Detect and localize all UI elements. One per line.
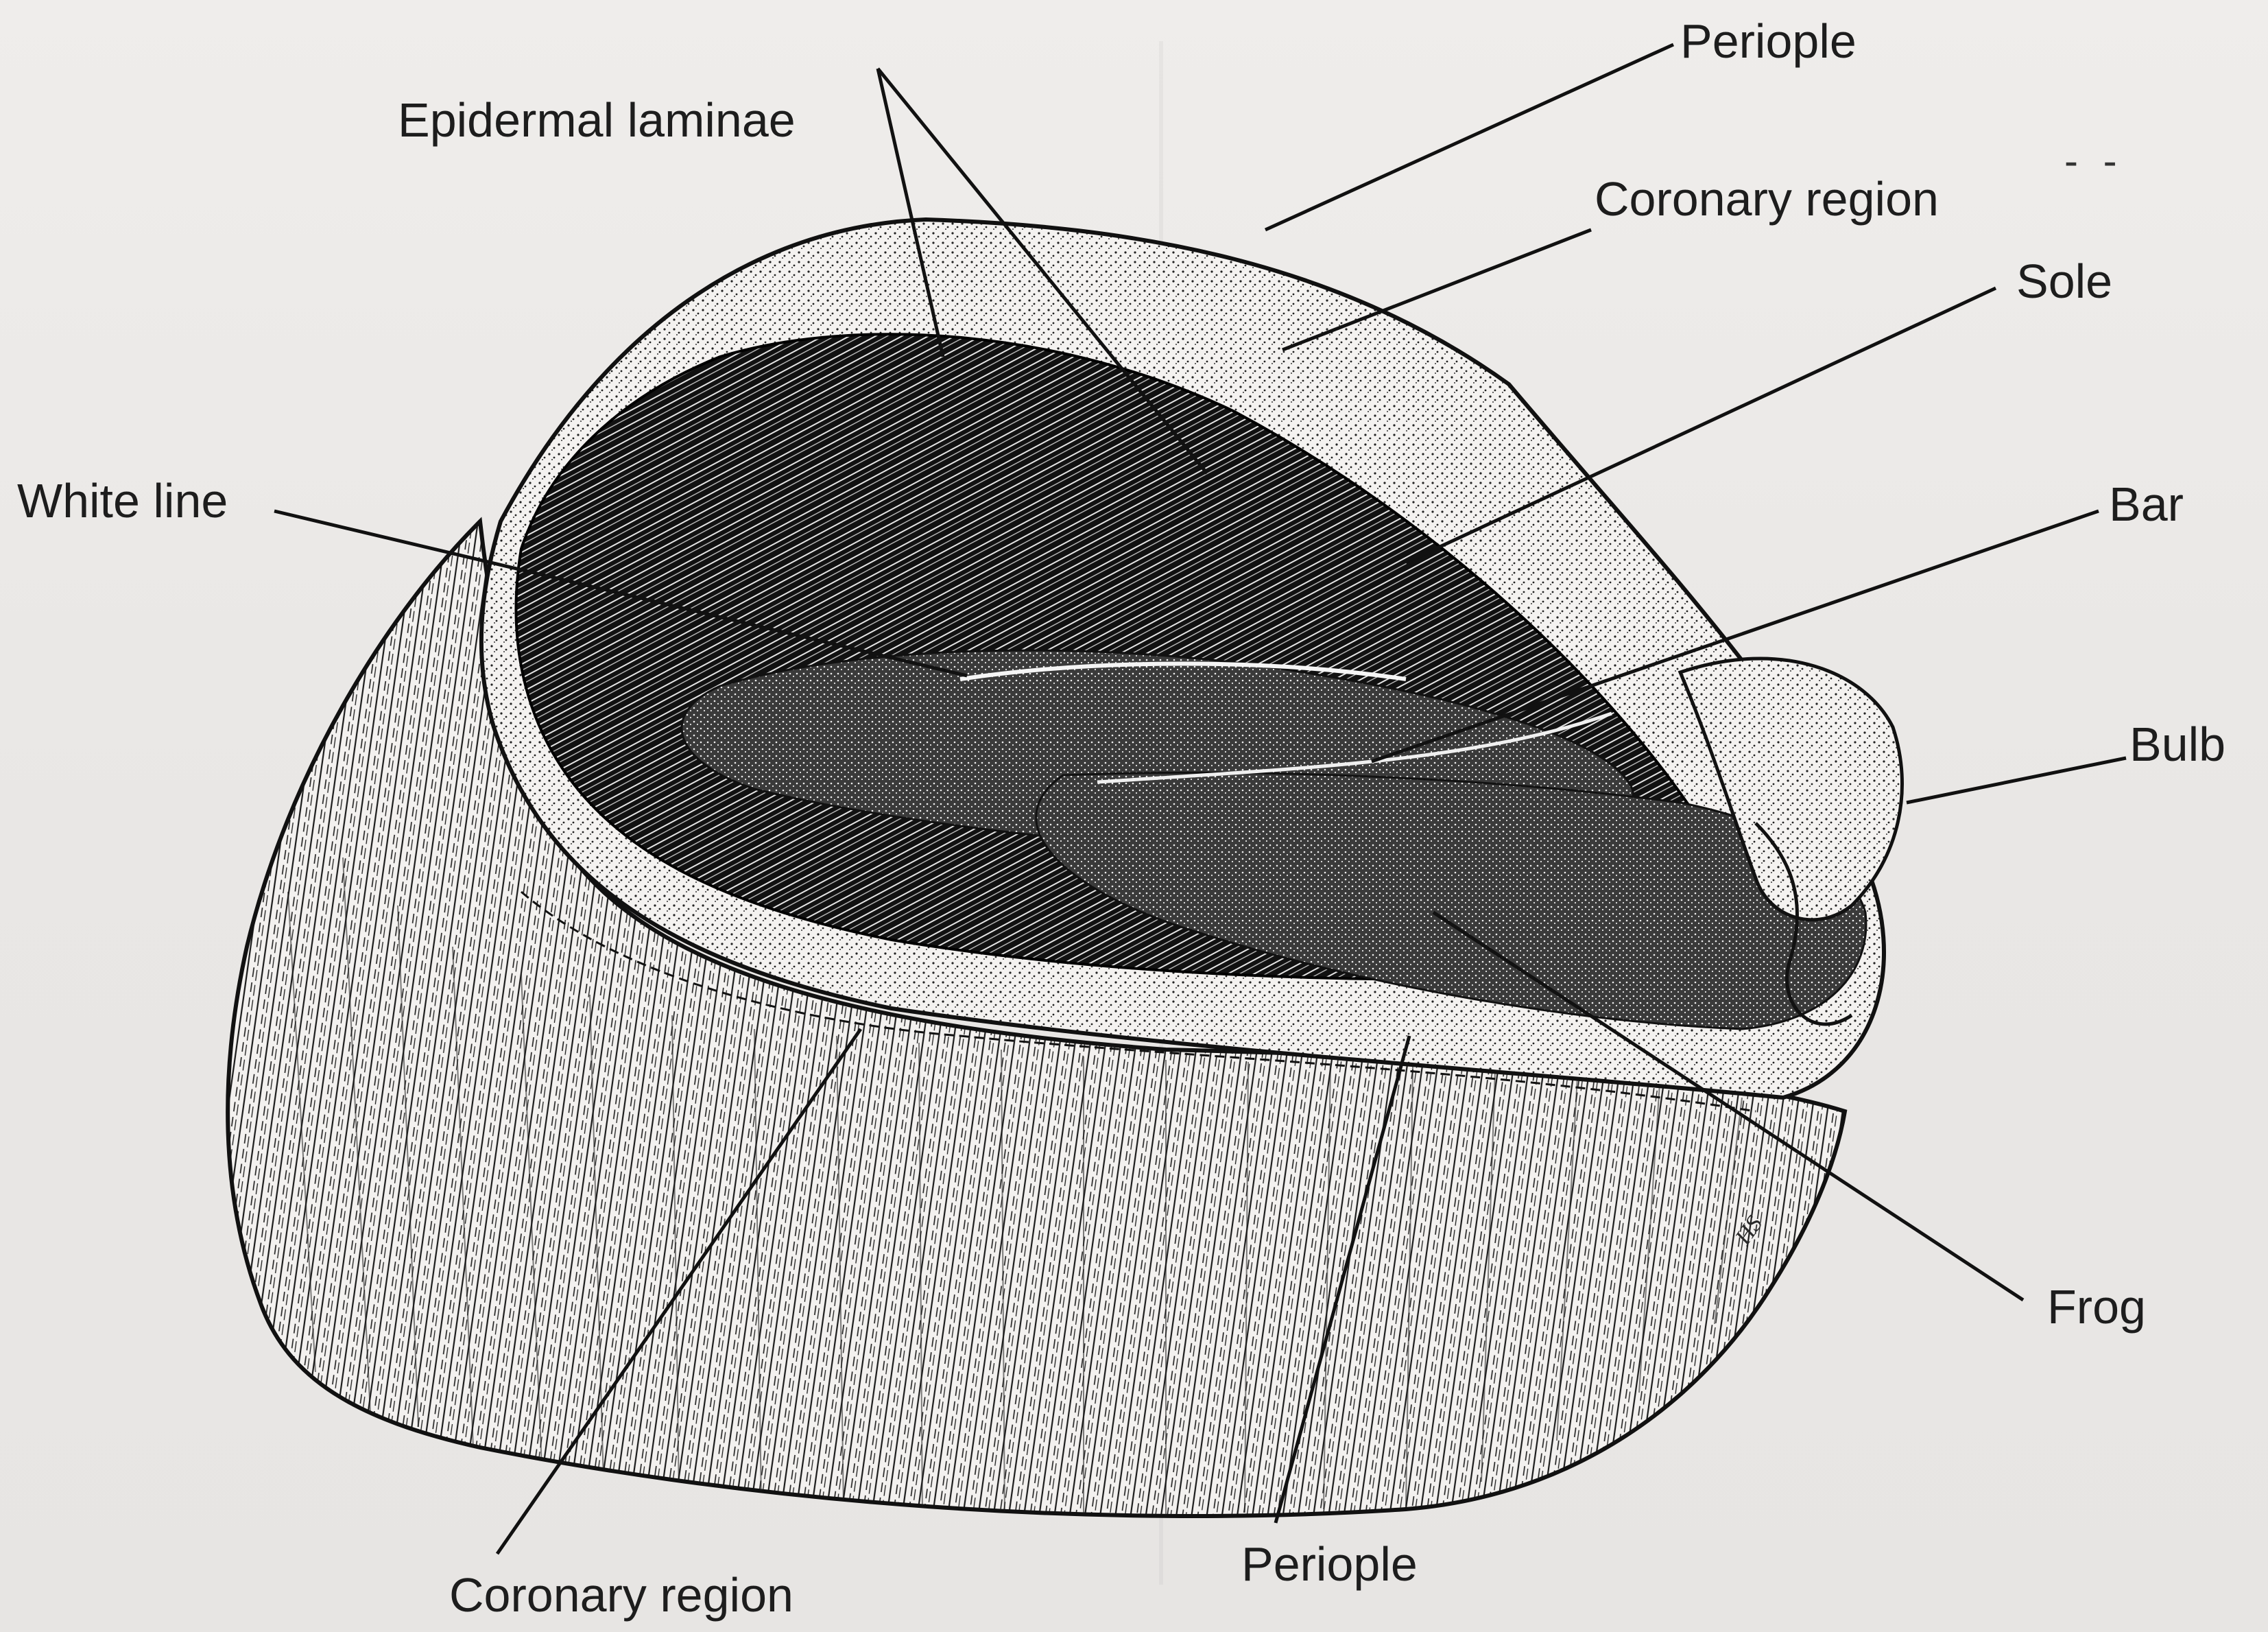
label-periople-top: Periople — [1680, 17, 1857, 65]
stray-mark: - - — [2064, 137, 2124, 185]
label-epidermal-laminae: Epidermal laminae — [398, 96, 796, 144]
label-bulb: Bulb — [2129, 720, 2225, 768]
label-white-line: White line — [17, 477, 228, 525]
label-periople-bottom: Periople — [1241, 1540, 1418, 1588]
label-coronary-region-bottom: Coronary region — [449, 1571, 793, 1619]
label-sole: Sole — [2016, 257, 2112, 305]
label-coronary-region-top: Coronary region — [1595, 175, 1939, 223]
label-bar: Bar — [2109, 480, 2184, 528]
label-frog: Frog — [2047, 1283, 2146, 1331]
leader-bulb — [1907, 758, 2126, 803]
